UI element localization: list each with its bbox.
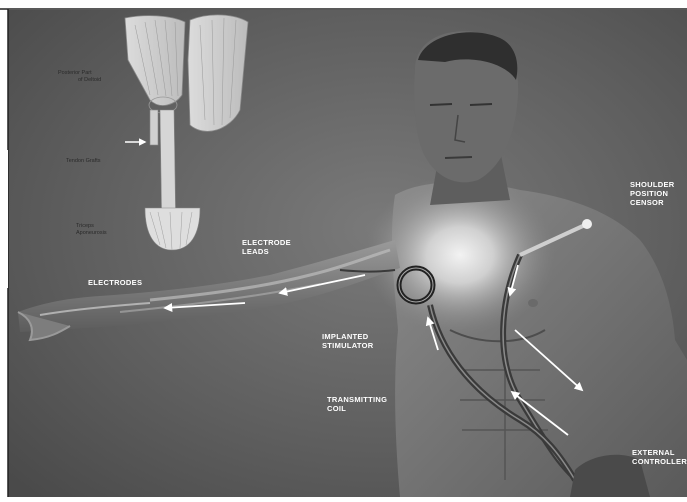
posterior-deltoid-label: Posterior Part of Deltoid: [58, 70, 101, 83]
electrode-leads-label: ELECTRODE LEADS: [242, 238, 291, 256]
triceps-aponeurosis-label: Triceps Aponeurosis: [76, 223, 107, 236]
implanted-stimulator-label: IMPLANTED STIMULATOR: [322, 332, 373, 350]
transmitting-coil-label: TRANSMITTING COIL: [327, 395, 387, 413]
tendon-grafts-label: Tendon Grafts: [66, 158, 101, 165]
shoulder-sensor-label: SHOULDER POSITION CENSOR: [630, 180, 675, 207]
external-controller-label: EXTERNAL CONTROLLER: [632, 448, 687, 466]
electrodes-label: ELECTRODES: [88, 278, 142, 287]
